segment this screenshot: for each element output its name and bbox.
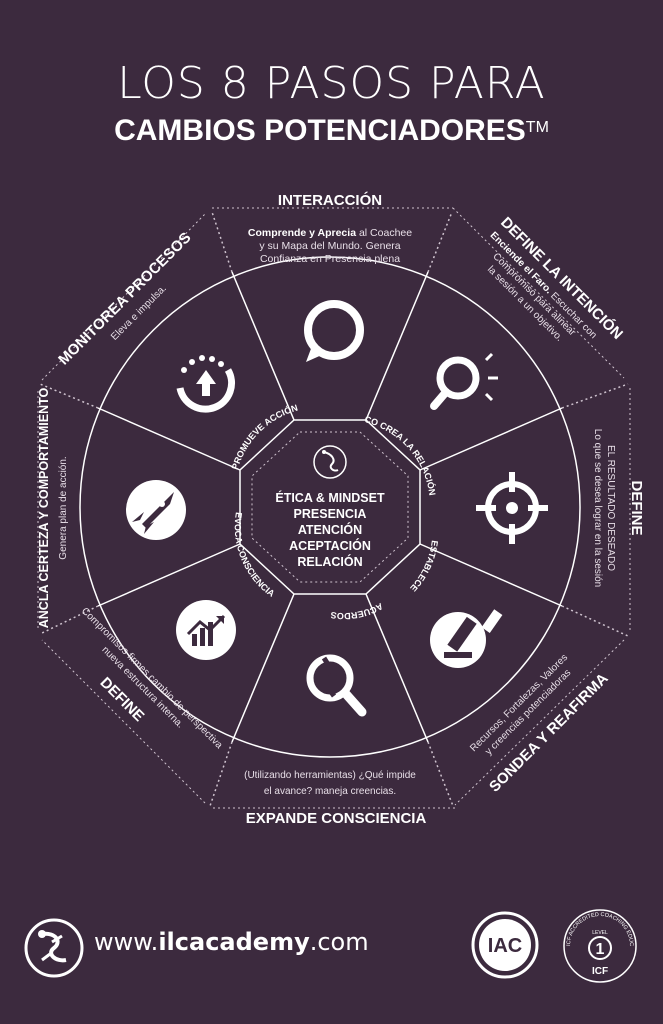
trademark: TM	[525, 119, 549, 136]
inner-octagon	[239, 419, 421, 595]
interaccion-desc-1: Comprende y Aprecia al Coachee	[248, 227, 412, 239]
define-right-desc-2: Lo que se desea lograr en la sesión	[592, 429, 603, 587]
interaccion-desc-1-bold: Comprende y Aprecia	[248, 227, 356, 239]
microscope-icon	[430, 609, 503, 668]
ancla-desc: Genera plan de acción.	[58, 456, 69, 559]
inner-octagon-dotted	[251, 431, 409, 583]
icf-level-text: LEVEL	[592, 930, 608, 936]
define-right-group: DEFINE EL RESULTADO DESEADO Lo que se de…	[592, 429, 645, 587]
expande-desc-1: (Utilizando herramientas) ¿Qué impide	[244, 770, 416, 781]
ancla-group: ANCLA CERTEZA Y COMPORTAMIENTO Genera pl…	[37, 387, 69, 628]
url-prefix: www.	[94, 928, 159, 956]
sondea-group: Recursos, Fortalezas, Valores y creencia…	[468, 652, 612, 795]
title-line-2: CAMBIOS POTENCIADORESTM	[0, 114, 663, 148]
iac-text: IAC	[488, 935, 522, 957]
growth-chart-icon	[176, 600, 236, 660]
interaccion-desc-3: Confianza en Presencia plena	[260, 253, 400, 265]
interaccion-title: INTERACCIÓN	[278, 191, 382, 209]
define-right-desc-1: EL RESULTADO DESEADO	[605, 445, 616, 571]
magnifier-light-icon	[430, 352, 498, 410]
outer-ring	[79, 256, 581, 758]
website-link[interactable]: www.ilcacademy.com	[94, 928, 369, 956]
icf-badge-icon: ICF ACCREDITED COACHING EDUCATION LEVEL …	[560, 906, 637, 983]
expande-title: EXPANDE CONSCIENCIA	[246, 810, 427, 827]
center-line-5: RELACIÓN	[297, 554, 362, 569]
monitorea-title: MONITOREA PROCESOS	[55, 229, 194, 368]
steps-wheel: ÉTICA & MINDSET PRESENCIA ATENCIÓN ACEPT…	[37, 191, 645, 827]
ancla-title: ANCLA CERTEZA Y COMPORTAMIENTO	[37, 387, 51, 628]
center-line-2: PRESENCIA	[294, 507, 367, 521]
center-line-3: ATENCIÓN	[298, 522, 362, 537]
define-intencion-group: DEFINE LA INTENCIÓN Enciende el Faro. Es…	[485, 213, 627, 343]
target-icon	[476, 472, 548, 544]
center-line-1: ÉTICA & MINDSET	[275, 490, 385, 505]
speech-bubble-icon	[304, 300, 364, 362]
expande-desc: (Utilizando herramientas) ¿Qué impide el…	[244, 770, 416, 797]
wheel-spokes	[39, 211, 629, 807]
title-line-2-text: CAMBIOS POTENCIADORES	[114, 114, 526, 147]
outer-dotted-frame	[37, 207, 631, 809]
url-suffix: .com	[309, 928, 369, 956]
interaccion-desc-2: y su Mapa del Mundo. Genera	[259, 240, 400, 252]
define-intencion-desc-2: Compromiso para alinear	[490, 251, 578, 339]
interaccion-desc-1-rest: al Coachee	[356, 227, 412, 239]
interaccion-desc: Comprende y Aprecia al Coachee y su Mapa…	[248, 227, 412, 265]
lizard-logo-icon	[313, 445, 347, 479]
center-text: ÉTICA & MINDSET PRESENCIA ATENCIÓN ACEPT…	[275, 490, 385, 569]
expande-desc-2: el avance? maneja creencias.	[264, 786, 396, 797]
progress-up-icon	[176, 355, 235, 413]
broken-magnifier-icon	[306, 654, 367, 717]
icf-level-number: 1	[596, 941, 605, 958]
rocket-icon	[126, 480, 186, 540]
ilc-logo-icon	[24, 918, 84, 978]
icf-text: ICF	[592, 966, 608, 977]
center-line-4: ACEPTACIÓN	[289, 538, 371, 553]
iac-badge-icon: IAC	[471, 911, 539, 979]
define-right-title: DEFINE	[628, 480, 645, 535]
url-domain: ilcacademy	[158, 928, 310, 956]
title-line-1: LOS 8 PASOS PARA	[117, 58, 546, 109]
